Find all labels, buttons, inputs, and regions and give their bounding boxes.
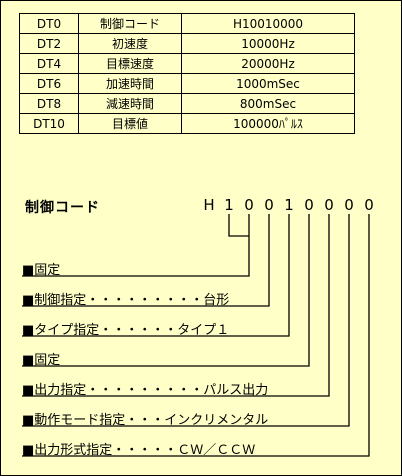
table-cell-register: DT8: [19, 93, 79, 114]
code-digit: 0: [364, 196, 374, 214]
field-label-output-spec: ■出力指定・・・・・・・・・パルス出力: [22, 383, 269, 398]
table-row: DT8 減速時間 800mSec: [19, 93, 355, 114]
code-digit: 1: [284, 196, 294, 214]
code-digit: 0: [324, 196, 334, 214]
connector-fixed-bit-2: [22, 214, 310, 367]
table-cell-value: 100000ﾊﾟﾙｽ: [181, 113, 355, 134]
table-row: DT10 目標値 100000ﾊﾟﾙｽ: [19, 113, 355, 134]
code-digit-hex-prefix: H: [203, 196, 215, 214]
table-row: DT6 加速時間 1000mSec: [19, 73, 355, 94]
table-cell-register: DT10: [19, 113, 79, 134]
code-digit: 0: [304, 196, 314, 214]
field-label-fixed-1: ■固定: [22, 263, 61, 278]
table-cell-parameter: 初速度: [78, 33, 182, 54]
parameter-table: DT0 制御コード H10010000 DT2 初速度 10000Hz DT4 …: [19, 13, 355, 134]
control-code-title: 制御コード: [25, 200, 100, 216]
table-row: DT0 制御コード H10010000: [19, 13, 355, 34]
table-cell-parameter: 減速時間: [78, 93, 182, 114]
code-digit: 0: [244, 196, 254, 214]
connector-output-format: [22, 214, 370, 457]
table-cell-value: H10010000: [181, 13, 355, 34]
connector-type-spec: [22, 214, 290, 337]
code-digit: 0: [344, 196, 354, 214]
code-digit: 0: [264, 196, 274, 214]
field-label-operation-mode: ■動作モード指定・・・インクリメンタル: [22, 413, 269, 428]
table-cell-parameter: 目標値: [78, 113, 182, 134]
connector-output-spec: [22, 214, 330, 397]
field-label-output-format: ■出力形式指定・・・・・ＣＷ／ＣＣＷ: [22, 443, 256, 458]
table-row: DT2 初速度 10000Hz: [19, 33, 355, 54]
field-label-type-spec: ■タイプ指定・・・・・・タイプ１: [22, 323, 230, 338]
field-label-fixed-2: ■固定: [22, 353, 61, 368]
code-digit: 1: [224, 196, 234, 214]
connector-fixed-bits-1: [22, 214, 250, 277]
connector-control-spec: [22, 214, 270, 307]
table-cell-parameter: 制御コード: [78, 13, 182, 34]
connector-operation-mode: [22, 214, 350, 427]
field-label-control-spec: ■制御指定・・・・・・・・・台形: [22, 293, 230, 308]
table-cell-value: 800mSec: [181, 93, 355, 114]
table-cell-parameter: 加速時間: [78, 73, 182, 94]
table-cell-register: DT6: [19, 73, 79, 94]
